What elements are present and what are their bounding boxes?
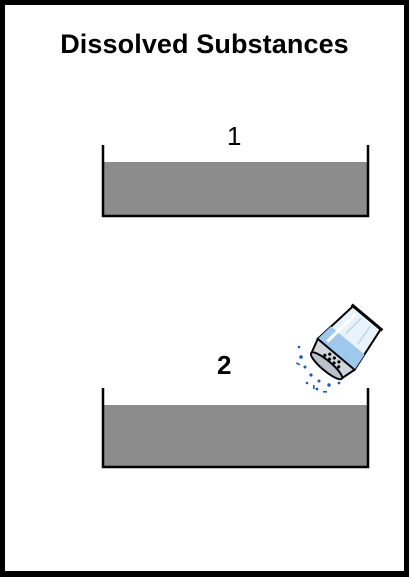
container-1: [97, 141, 377, 221]
container-1-liquid: [103, 162, 368, 216]
container-2-label: 2: [217, 350, 231, 381]
salt-shaker-icon: [293, 297, 397, 397]
container-2-liquid: [103, 405, 368, 467]
container-2: [97, 384, 377, 474]
diagram-title: Dissolved Substances: [5, 29, 404, 60]
